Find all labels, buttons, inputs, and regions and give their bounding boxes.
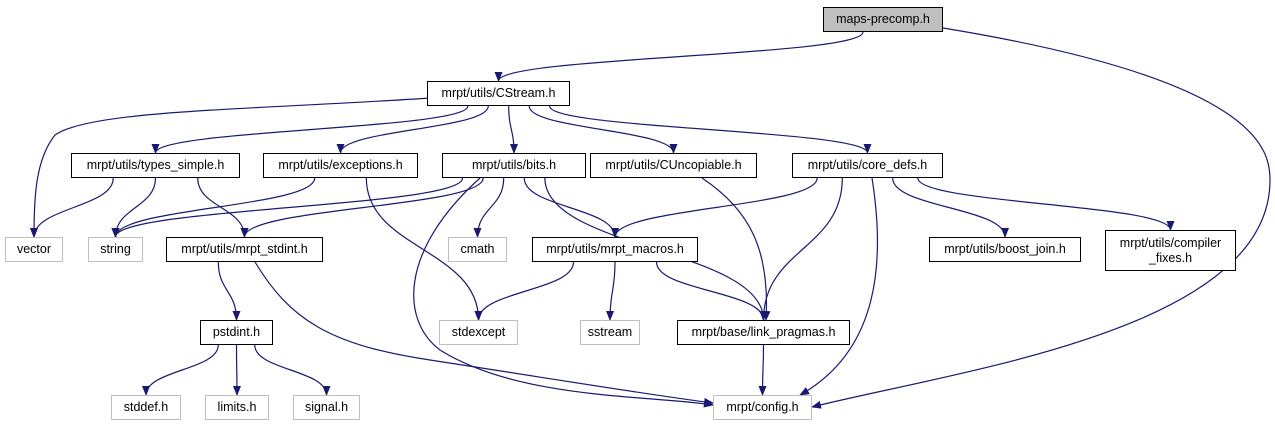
edge-exceptions-to-string [111,177,316,238]
node-mrpt-macros[interactable]: mrpt/utils/mrpt_macros.h [532,237,698,262]
node-string: string [88,237,143,262]
edge-bits-to-cmath [473,177,505,238]
node-root[interactable]: maps-precomp.h [823,7,943,32]
edge-mrpt_macros-to-stdexcept [474,261,575,321]
edge-root-to-cstream [494,31,864,82]
edge-bits-to-mrpt_macros [523,177,619,238]
node-bits[interactable]: mrpt/utils/bits.h [442,153,586,178]
node-limits: limits.h [205,395,269,420]
edge-cstream-to-types_simple [151,105,469,154]
edge-pstdint-to-limits [232,344,241,396]
edge-cstream-to-vector [30,97,431,238]
node-exceptions[interactable]: mrpt/utils/exceptions.h [263,153,418,178]
edge-core_defs-to-compiler_fixes [917,177,1175,231]
edge-cuncopiable-to-link_pragmas [701,177,771,321]
edge-bits-to-string [111,177,464,238]
edge-core_defs-to-boost_join [892,177,1009,238]
node-cuncopiable[interactable]: mrpt/utils/CUncopiable.h [590,153,757,178]
node-config: mrpt/config.h [713,395,812,420]
node-compiler-fixes[interactable]: mrpt/utils/compiler _fixes.h [1105,230,1236,271]
node-core-defs[interactable]: mrpt/utils/core_defs.h [792,153,943,178]
node-stdexcept: stdexcept [439,320,518,345]
edge-link_pragmas-to-config [758,344,767,396]
edge-core_defs-to-config [799,177,879,396]
edge-types_simple-to-vector [30,177,114,238]
node-sstream: sstream [580,320,640,345]
edge-mrpt_stdint-to-config [254,261,714,406]
edge-mrpt_stdint-to-pstdint [217,261,241,321]
node-pstdint[interactable]: pstdint.h [200,320,273,345]
edge-core_defs-to-mrpt_macros [611,177,818,238]
node-cstream[interactable]: mrpt/utils/CStream.h [427,81,570,106]
edge-exceptions-to-stdexcept [365,177,483,321]
edge-core_defs-to-link_pragmas [759,177,843,321]
edge-pstdint-to-signal [254,344,331,396]
node-vector: vector [5,237,63,262]
node-boost-join[interactable]: mrpt/utils/boost_join.h [929,237,1081,262]
edge-cstream-to-bits [508,105,518,154]
edge-types_simple-to-mrpt_stdint [197,177,249,238]
node-stddef: stddef.h [111,395,181,420]
edge-bits-to-config [413,177,714,408]
node-link-pragmas[interactable]: mrpt/base/link_pragmas.h [677,320,850,345]
edge-root-to-config [811,27,1271,409]
edge-cstream-to-cuncopiable [528,105,678,154]
node-mrpt-stdint[interactable]: mrpt/utils/mrpt_stdint.h [166,237,323,262]
edge-mrpt_macros-to-link_pragmas [655,261,768,321]
edge-mrpt_macros-to-sstream [606,261,616,321]
node-cmath: cmath [448,237,507,262]
edge-bits-to-mrpt_stdint [240,177,484,238]
edge-pstdint-to-stddef [142,344,219,396]
node-signal: signal.h [293,395,360,420]
node-types-simple[interactable]: mrpt/utils/types_simple.h [71,153,240,178]
edge-cstream-to-exceptions [336,105,489,154]
edge-cstream-to-core_defs [548,105,872,154]
